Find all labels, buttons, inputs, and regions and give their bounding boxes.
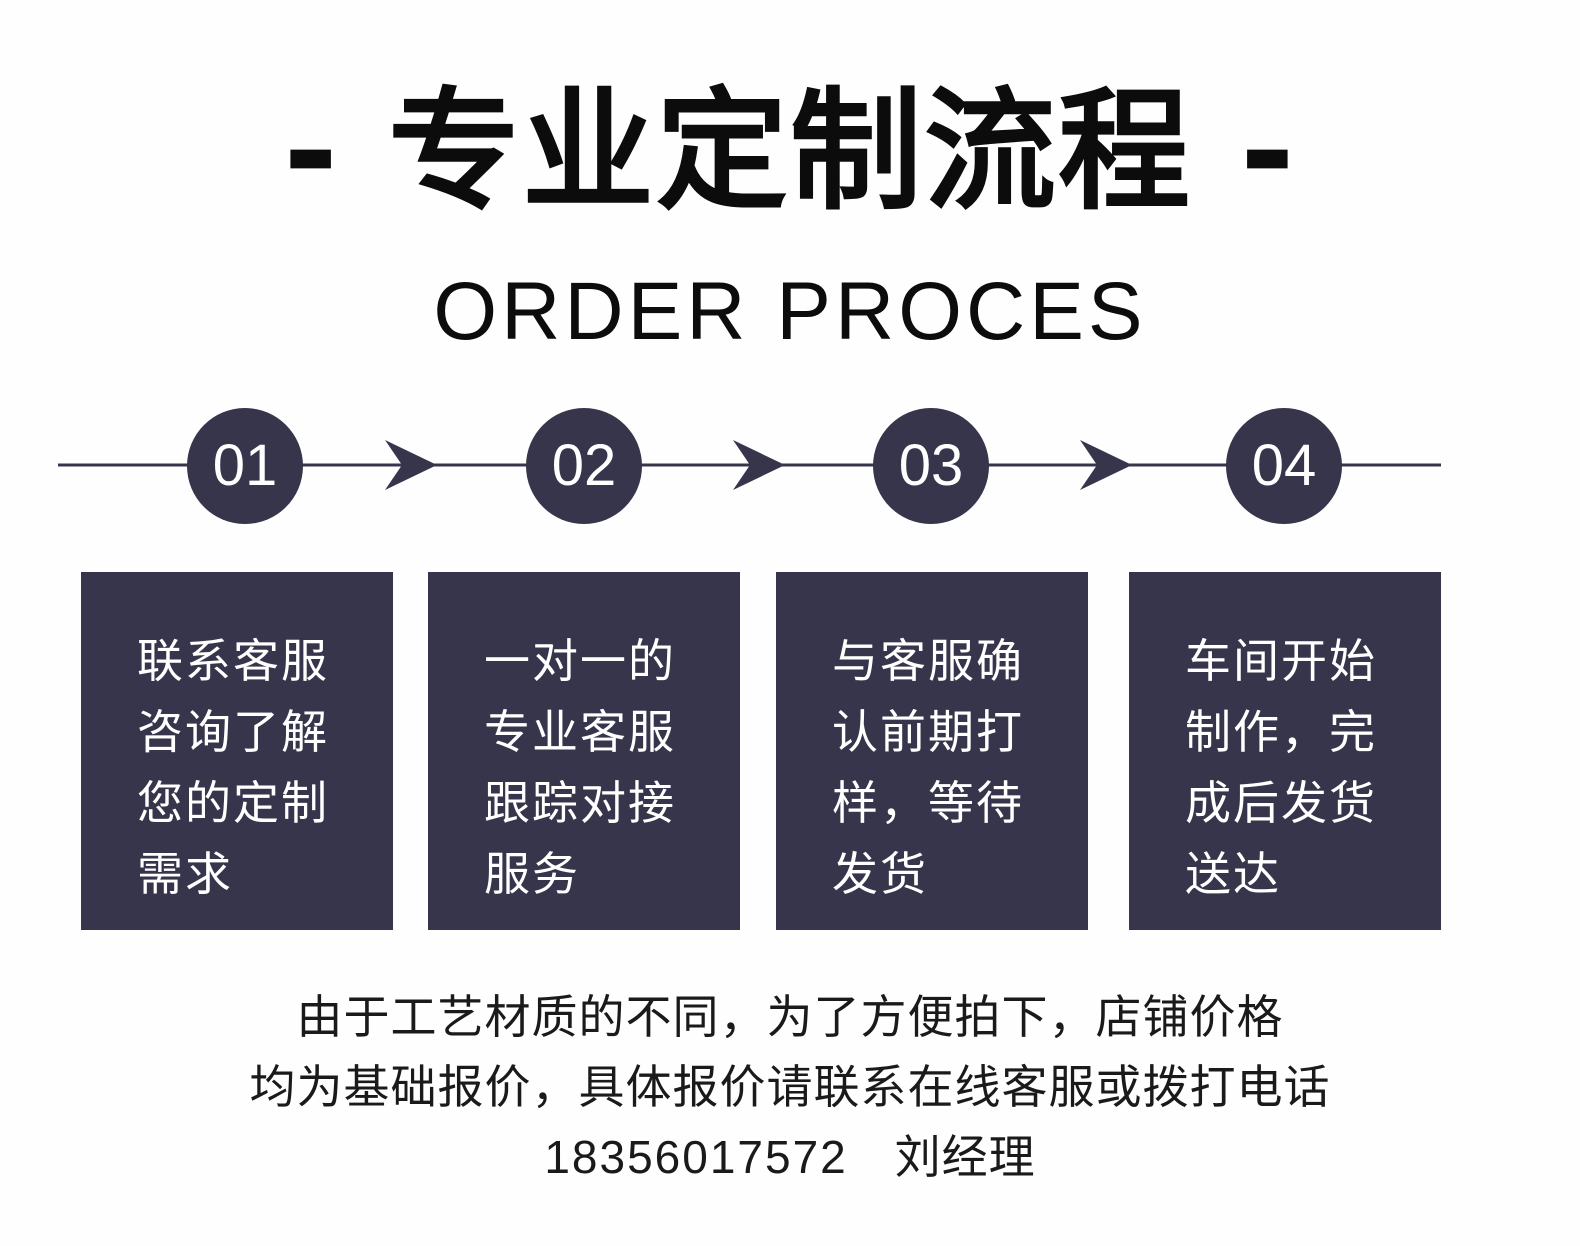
page-subtitle: ORDER PROCES — [433, 266, 1147, 357]
step-description: 联系客服咨询了解您的定制需求 — [137, 634, 329, 901]
step-description: 车间开始制作，完成后发货送达 — [1185, 634, 1377, 901]
page-title: - 专业定制流程 - — [283, 75, 1297, 229]
contact-phone: 18356017572 — [544, 1131, 848, 1183]
step-card-4: 车间开始制作，完成后发货送达 — [1129, 572, 1441, 930]
contact-line: 18356017572 刘经理 — [0, 1122, 1580, 1192]
contact-name: 刘经理 — [894, 1130, 1036, 1184]
step-number-3: 03 — [873, 408, 989, 524]
step-description: 一对一的专业客服跟踪对接服务 — [484, 634, 676, 901]
step-number-1: 01 — [187, 408, 303, 524]
arrow-right-icon — [385, 440, 437, 490]
step-card-2: 一对一的专业客服跟踪对接服务 — [428, 572, 740, 930]
step-card-1: 联系客服咨询了解您的定制需求 — [81, 572, 393, 930]
step-description: 与客服确认前期打样，等待发货 — [832, 634, 1024, 901]
step-card-3: 与客服确认前期打样，等待发货 — [776, 572, 1088, 930]
arrow-right-icon — [733, 440, 785, 490]
step-number-4: 04 — [1226, 408, 1342, 524]
step-number-2: 02 — [526, 408, 642, 524]
price-note-line-2: 均为基础报价，具体报价请联系在线客服或拨打电话 — [249, 1060, 1331, 1114]
price-note-line-1: 由于工艺材质的不同，为了方便拍下，店铺价格 — [296, 990, 1284, 1044]
arrow-right-icon — [1080, 440, 1132, 490]
